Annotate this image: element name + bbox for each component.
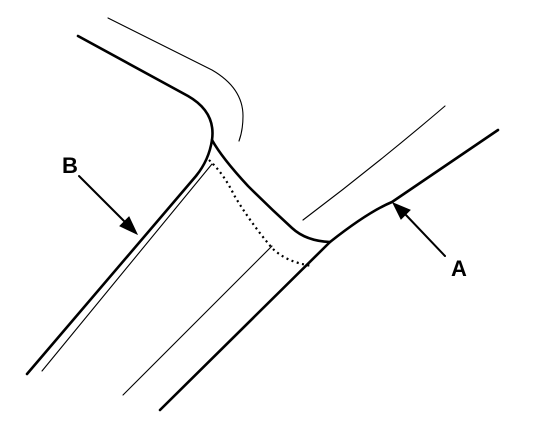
hidden-joint-line <box>208 159 313 268</box>
callout-b-arrowhead <box>119 216 139 236</box>
lower-member-outer-edge <box>328 128 500 244</box>
lower-member-parallel-line <box>122 245 273 396</box>
upper-member-outer-edge <box>25 34 214 376</box>
joint-fillet-edge <box>210 138 332 244</box>
callout-a-arrowhead <box>391 202 411 220</box>
pillar-inner-line <box>41 163 213 372</box>
callout-a-label: A <box>451 256 467 281</box>
lower-member-inner-line <box>302 105 446 221</box>
callout-b-leader <box>78 175 126 223</box>
upper-flange-line <box>107 17 244 142</box>
callout-b-label: B <box>62 153 78 178</box>
callout-a-leader <box>404 213 446 257</box>
lower-member-lower-edge <box>158 240 332 412</box>
